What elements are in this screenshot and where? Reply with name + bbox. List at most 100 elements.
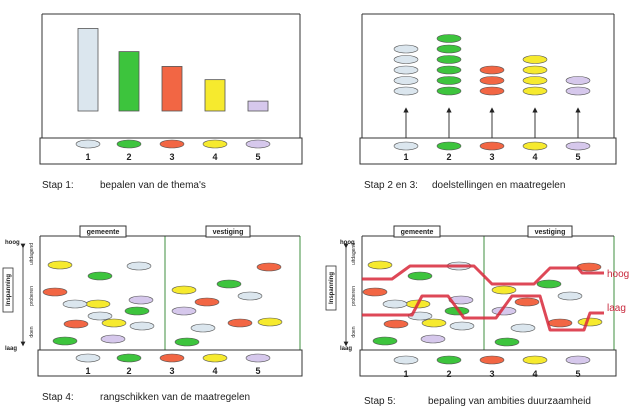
measure-oval [577,317,603,327]
theme-number: 2 [126,152,131,162]
measure-oval [257,317,283,327]
theme-number: 2 [126,366,131,376]
measure-oval [407,271,433,281]
theme-bar [118,51,140,112]
measure-oval [129,321,155,331]
column-header-label: vestiging [213,229,244,236]
measure-oval [372,336,398,346]
theme-oval [436,141,462,151]
theme-number: 2 [446,152,451,162]
theme-oval [479,141,505,151]
measure-oval [494,337,520,347]
measure-oval [449,321,475,331]
measure-oval [194,297,220,307]
measure-oval [536,279,562,289]
axis-sub-top: uitdagend [351,243,357,265]
theme-oval [116,139,142,149]
measure-oval [126,261,152,271]
theme-number: 2 [446,369,451,379]
theme-oval [522,141,548,151]
measure-oval [514,297,540,307]
axis-sub-bottom: doen [351,326,357,337]
measure-oval [420,334,446,344]
column-header-gemeente [393,225,441,238]
measure-oval [63,319,89,329]
measure-oval [216,279,242,289]
measure-oval [479,86,505,96]
measure-oval [174,337,200,347]
measure-oval [436,44,462,54]
theme-number: 5 [255,152,260,162]
measure-oval [362,287,388,297]
theme-number: 4 [532,369,537,379]
measure-oval [522,55,548,64]
axis-sub-mid: proberen [351,286,357,306]
theme-bar [247,100,269,112]
column-header-label: gemeente [87,229,120,236]
theme-oval [393,141,419,151]
measure-oval [382,299,408,309]
axis-bottom-label: laag [5,346,17,352]
measure-oval [436,55,462,64]
measure-oval [491,285,517,295]
step-caption: doelstellingen en maatregelen [432,180,565,191]
step-caption: bepaling van ambities duurzaamheid [428,396,591,407]
axis-sub-bottom: doen [29,326,35,337]
measure-scatter [362,260,603,347]
measure-oval [547,318,573,328]
theme-number: 4 [532,152,537,162]
bar-group [77,28,269,112]
measure-oval [101,318,127,328]
arrow-group [403,107,581,138]
theme-oval [393,355,419,365]
axis-sub-top: uitdagend [29,243,35,265]
panel-step5: gemeente vestiging hoog laag Inspanning … [325,225,629,407]
measure-oval [42,287,68,297]
measure-oval [565,76,591,85]
theme-oval [565,355,591,365]
theme-oval [75,353,101,363]
measure-oval [565,86,591,96]
column-header-gemeente [79,225,127,238]
measure-oval [383,319,409,329]
measure-oval [393,86,419,96]
measure-oval [393,55,419,64]
measure-oval [85,299,111,309]
measure-oval [436,86,462,96]
step-label: Stap 1: [42,180,74,191]
measure-oval [87,271,113,281]
theme-oval [116,353,142,363]
measure-oval [479,76,505,85]
stack-group [393,34,591,96]
measure-oval [100,334,126,344]
measure-oval [522,65,548,75]
theme-bar [161,66,183,112]
step-caption: rangschikken van de maatregelen [100,392,250,403]
theme-number: 1 [85,366,90,376]
measure-oval [436,34,462,43]
theme-number: 3 [489,152,494,162]
theme-oval [245,353,271,363]
ambition-line-low [362,294,604,332]
theme-number: 3 [169,366,174,376]
theme-oval [565,141,591,151]
theme-number: 5 [575,369,580,379]
theme-oval [159,353,185,363]
axis-title: Inspanning [329,272,335,304]
axis-title-box [325,265,337,311]
theme-oval [522,355,548,365]
measure-oval [393,44,419,54]
step-label: Stap 2 en 3: [364,180,418,191]
measure-oval [128,295,154,305]
measure-oval [87,311,113,321]
measure-oval [171,306,197,316]
measure-oval [47,260,73,270]
theme-oval [202,353,228,363]
axis-top-label: hoog [5,240,20,246]
theme-number: 1 [85,152,90,162]
measure-oval [448,295,474,305]
